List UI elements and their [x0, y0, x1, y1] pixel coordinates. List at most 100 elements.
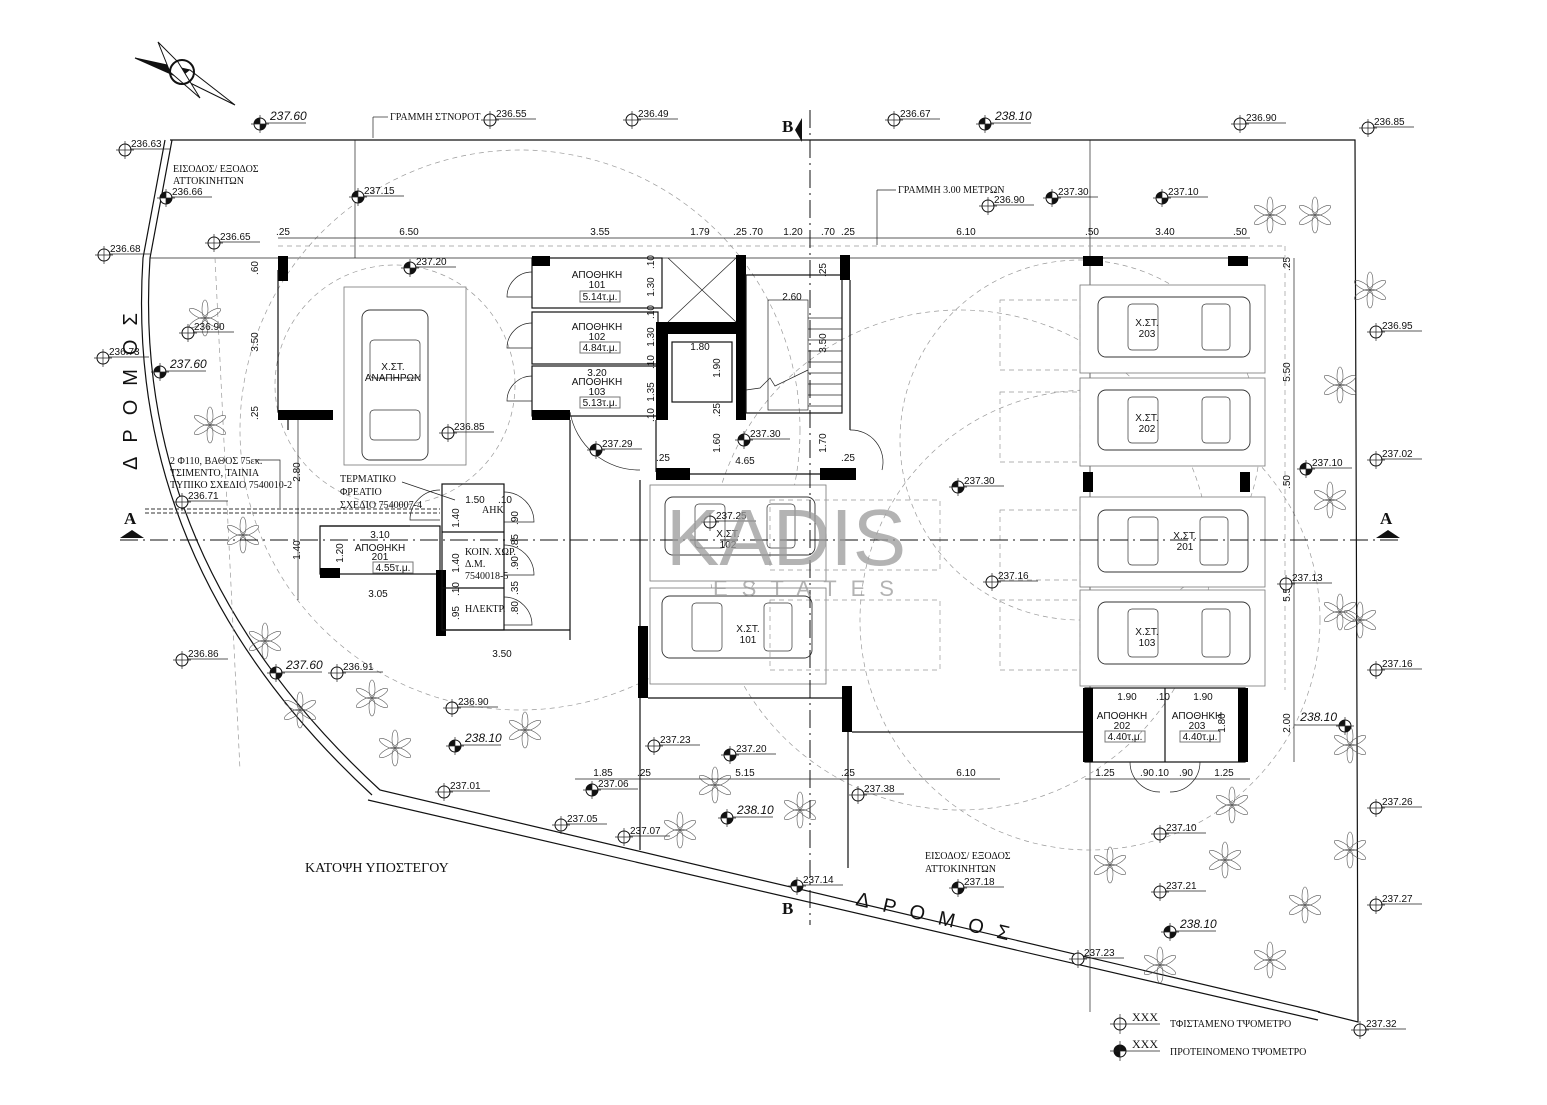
elevation-value: 236.90: [458, 697, 489, 708]
tree-icon: [1288, 886, 1322, 924]
dimension-label: 3.50: [492, 649, 512, 660]
existing-level-icon: [435, 783, 453, 801]
existing-level-marker: 237.32: [1351, 1019, 1406, 1039]
existing-level-marker: 237.16: [983, 571, 1038, 591]
svg-text:ΦΡΕΑΤΙΟ: ΦΡΕΑΤΙΟ: [340, 487, 382, 498]
elevation-value: 236.55: [496, 109, 527, 120]
existing-level-marker: 236.55: [481, 109, 536, 129]
common-room-3: 7540018-5: [465, 571, 508, 582]
parking-102: Χ.ΣΤ.: [716, 529, 739, 540]
car-icon: [1097, 389, 1251, 451]
svg-text:4.84τ.μ.: 4.84τ.μ.: [583, 343, 618, 354]
svg-text:ΑΠΟΘΗΚΗ: ΑΠΟΘΗΚΗ: [572, 377, 623, 388]
car-icon: [1097, 509, 1249, 573]
proposed-level-marker: 236.66: [157, 187, 212, 207]
dimension-label: .10: [1156, 692, 1170, 703]
proposed-level-icon: [721, 746, 739, 764]
svg-text:ΑΠΟΘΗΚΗ: ΑΠΟΘΗΚΗ: [1172, 711, 1223, 722]
proposed-level-icon: [1110, 1041, 1160, 1061]
elevation-value: 237.27: [1382, 894, 1413, 905]
existing-level-marker: 236.90: [443, 697, 498, 717]
proposed-level-icon: [976, 115, 994, 133]
existing-level-icon: [623, 111, 641, 129]
svg-text:103: 103: [1139, 638, 1156, 649]
dimension-label: .25: [1282, 257, 1293, 271]
svg-text:ΣΧΕΔΙΟ 7540007-4: ΣΧΕΔΙΟ 7540007-4: [340, 500, 422, 511]
dimension-label: .25: [712, 403, 723, 417]
proposed-level-icon: [157, 189, 175, 207]
dimension-label: .70: [821, 227, 835, 238]
elevation-value: 238.10: [464, 731, 502, 745]
existing-level-icon: [94, 349, 112, 367]
existing-level-icon: [1151, 825, 1169, 843]
tree-icon: [508, 711, 542, 749]
elevation-value: 237.10: [1168, 187, 1199, 198]
existing-level-marker: 236.91: [328, 662, 383, 682]
elevation-value: 237.20: [416, 257, 447, 268]
tree-icon: [283, 691, 317, 729]
proposed-level-icon: [583, 781, 601, 799]
elevation-value: 237.30: [1058, 187, 1089, 198]
existing-level-icon: [481, 111, 499, 129]
elevation-value: 236.73: [109, 347, 140, 358]
disabled-parking-1: Χ.ΣΤ.: [381, 362, 404, 373]
watermark-subtitle: ESTATES: [713, 576, 908, 601]
proposed-level-icon: [1336, 717, 1354, 735]
parking-101: Χ.ΣΤ.: [736, 624, 759, 635]
electrical-room: ΗΛΕΚΤΡ.: [465, 604, 505, 615]
existing-level-marker: 237.07: [615, 826, 670, 846]
dimension-label: 1.20: [783, 227, 803, 238]
dimension-label: 6.10: [956, 227, 976, 238]
dimension-label: .10: [646, 305, 657, 319]
dimension-label: .35: [510, 581, 521, 595]
setback-line-label: ΓΡΑΜΜΗ 3.00 ΜΕΤΡΩΝ: [898, 185, 1004, 196]
proposed-level-marker: 237.10: [1297, 458, 1352, 478]
svg-text:ΤΕΡΜΑΤΙΚΟ: ΤΕΡΜΑΤΙΚΟ: [340, 474, 396, 485]
dimension-label: .50: [1085, 227, 1099, 238]
existing-level-icon: [95, 246, 113, 264]
proposed-level-marker: 238.10: [976, 109, 1032, 133]
dimension-label: 5.50: [1282, 582, 1293, 602]
elevation-value: 236.85: [454, 422, 485, 433]
existing-level-icon: [1110, 1014, 1160, 1034]
boundary-line-label: ΓΡΑΜΜΗ ΣΤΝΟΡΟΤ: [390, 112, 480, 123]
svg-text:4.40τ.μ.: 4.40τ.μ.: [1183, 732, 1218, 743]
elevation-value: 237.01: [450, 781, 481, 792]
svg-text:ΑΠΟΘΗΚΗ: ΑΠΟΘΗΚΗ: [1097, 711, 1148, 722]
proposed-level-marker: 237.60: [251, 109, 307, 133]
elevation-value: 237.06: [598, 779, 629, 790]
proposed-level-icon: [1043, 189, 1061, 207]
proposed-level-marker: 237.30: [949, 476, 1004, 496]
dimension-label: 1.80: [690, 342, 710, 353]
dimension-label: .10: [451, 582, 462, 596]
legend-existing-code: XXX: [1132, 1010, 1158, 1024]
dimension-label: 3.05: [368, 589, 388, 600]
elevation-value: 236.63: [131, 139, 162, 150]
svg-text:201: 201: [372, 552, 389, 563]
elevation-value: 236.65: [220, 232, 251, 243]
tree-icon: [1343, 601, 1377, 639]
existing-level-icon: [645, 737, 663, 755]
svg-text:ΤΥΠΙΚΟ ΣΧΕΔΙΟ 7540010-2: ΤΥΠΙΚΟ ΣΧΕΔΙΟ 7540010-2: [170, 480, 292, 491]
existing-level-marker: 237.26: [1367, 797, 1422, 817]
tree-layer: [188, 196, 1387, 984]
elevation-value: 237.20: [736, 744, 767, 755]
proposed-level-icon: [587, 441, 605, 459]
existing-level-marker: 236.90: [179, 322, 234, 342]
proposed-level-icon: [949, 478, 967, 496]
dimension-label: .25: [841, 453, 855, 464]
tree-icon: [1333, 726, 1367, 764]
legend: XXX ΤΦΙΣΤΑΜΕΝΟ ΤΨΟΜΕΤΡΟ XXX ΠΡΟΤΕΙΝΟΜΕΝΟ…: [1110, 1010, 1306, 1061]
tree-icon: [248, 622, 282, 660]
existing-level-marker: 236.90: [979, 195, 1034, 215]
dimension-label: 3.50: [250, 332, 261, 352]
common-room-2: Δ.Μ.: [465, 559, 485, 570]
elevation-value: 237.16: [1382, 659, 1413, 670]
elevation-value: 237.32: [1366, 1019, 1397, 1030]
existing-level-icon: [173, 493, 191, 511]
elevation-value: 237.14: [803, 875, 834, 886]
svg-text:5.13τ.μ.: 5.13τ.μ.: [583, 398, 618, 409]
elevation-value: 236.95: [1382, 321, 1413, 332]
